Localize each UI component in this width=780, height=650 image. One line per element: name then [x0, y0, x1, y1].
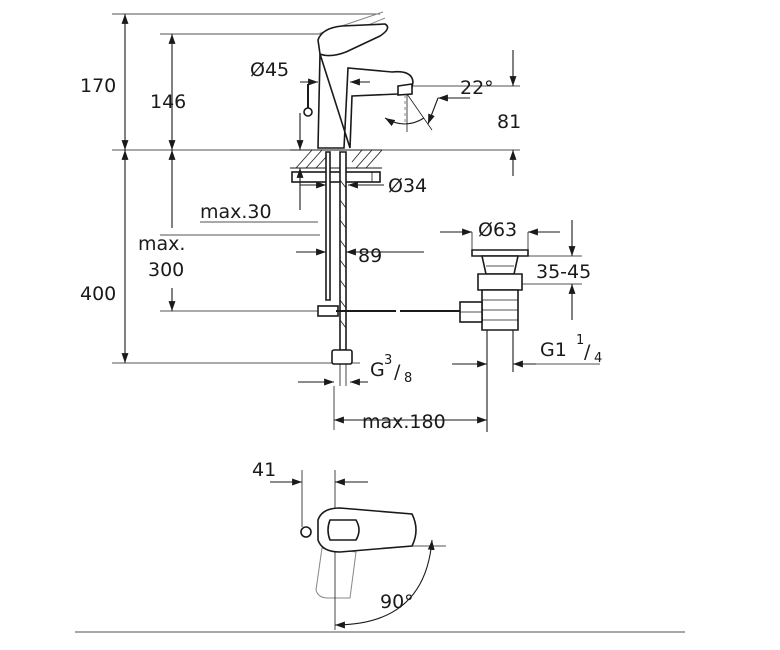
dim-g38-slash: /	[394, 361, 401, 383]
dim-89-label: 89	[358, 245, 382, 267]
faucet-top-view	[300, 470, 417, 599]
dim-400-label: 400	[80, 283, 116, 305]
dim-g114-slash: /	[584, 341, 591, 363]
dim-81: 81	[413, 50, 521, 176]
dim-170-label: 170	[80, 75, 116, 97]
dim-146: 146	[150, 34, 186, 150]
dim-400: 400	[80, 150, 129, 363]
dim-35-45-label: 35-45	[536, 261, 591, 283]
dim-angle-22: 22°	[384, 77, 494, 132]
dim-max-180: max.180	[333, 386, 487, 433]
dim-63-label: Ø63	[478, 219, 517, 241]
dim-diameter-45: Ø45	[250, 59, 370, 86]
dim-max-300: max. 300	[138, 150, 185, 311]
deck-section	[290, 149, 383, 183]
dim-g114-base: G1	[540, 339, 567, 361]
dim-g38-base: G	[370, 359, 385, 381]
dim-300-label: 300	[148, 259, 184, 281]
faucet-side-view	[303, 11, 414, 149]
supply-hoses	[317, 151, 396, 386]
dim-170: 170	[80, 14, 129, 150]
dim-146-label: 146	[150, 91, 186, 113]
dim-g114-den: 4	[594, 351, 602, 366]
dim-waste-thread: G1 1 / 4	[452, 333, 602, 368]
dim-34-label: Ø34	[388, 175, 427, 197]
dim-35-45: 35-45	[522, 220, 591, 320]
dim-diameter-63: Ø63	[440, 219, 560, 250]
dim-90-label: 90°	[380, 591, 414, 613]
dim-supply-thread: G 3 / 8	[298, 353, 412, 386]
dim-max30-label: max.30	[200, 201, 272, 223]
dim-g38-num: 3	[384, 353, 392, 368]
dim-max-label: max.	[138, 233, 185, 255]
dim-g38-den: 8	[404, 371, 412, 386]
dim-22-label: 22°	[460, 77, 494, 99]
dim-45-label: Ø45	[250, 59, 289, 81]
dim-180-label: max.180	[362, 411, 446, 433]
dim-89: 89	[296, 245, 424, 267]
dim-g114-num: 1	[576, 333, 584, 348]
dim-angle-90: 90°	[334, 539, 446, 630]
dim-diameter-34: Ø34	[300, 175, 427, 197]
dim-41-label: 41	[252, 459, 276, 481]
popup-waste	[400, 249, 529, 432]
dim-81-label: 81	[497, 111, 521, 133]
dim-41: 41	[252, 459, 368, 527]
dim-max-30: max.30	[200, 113, 318, 223]
